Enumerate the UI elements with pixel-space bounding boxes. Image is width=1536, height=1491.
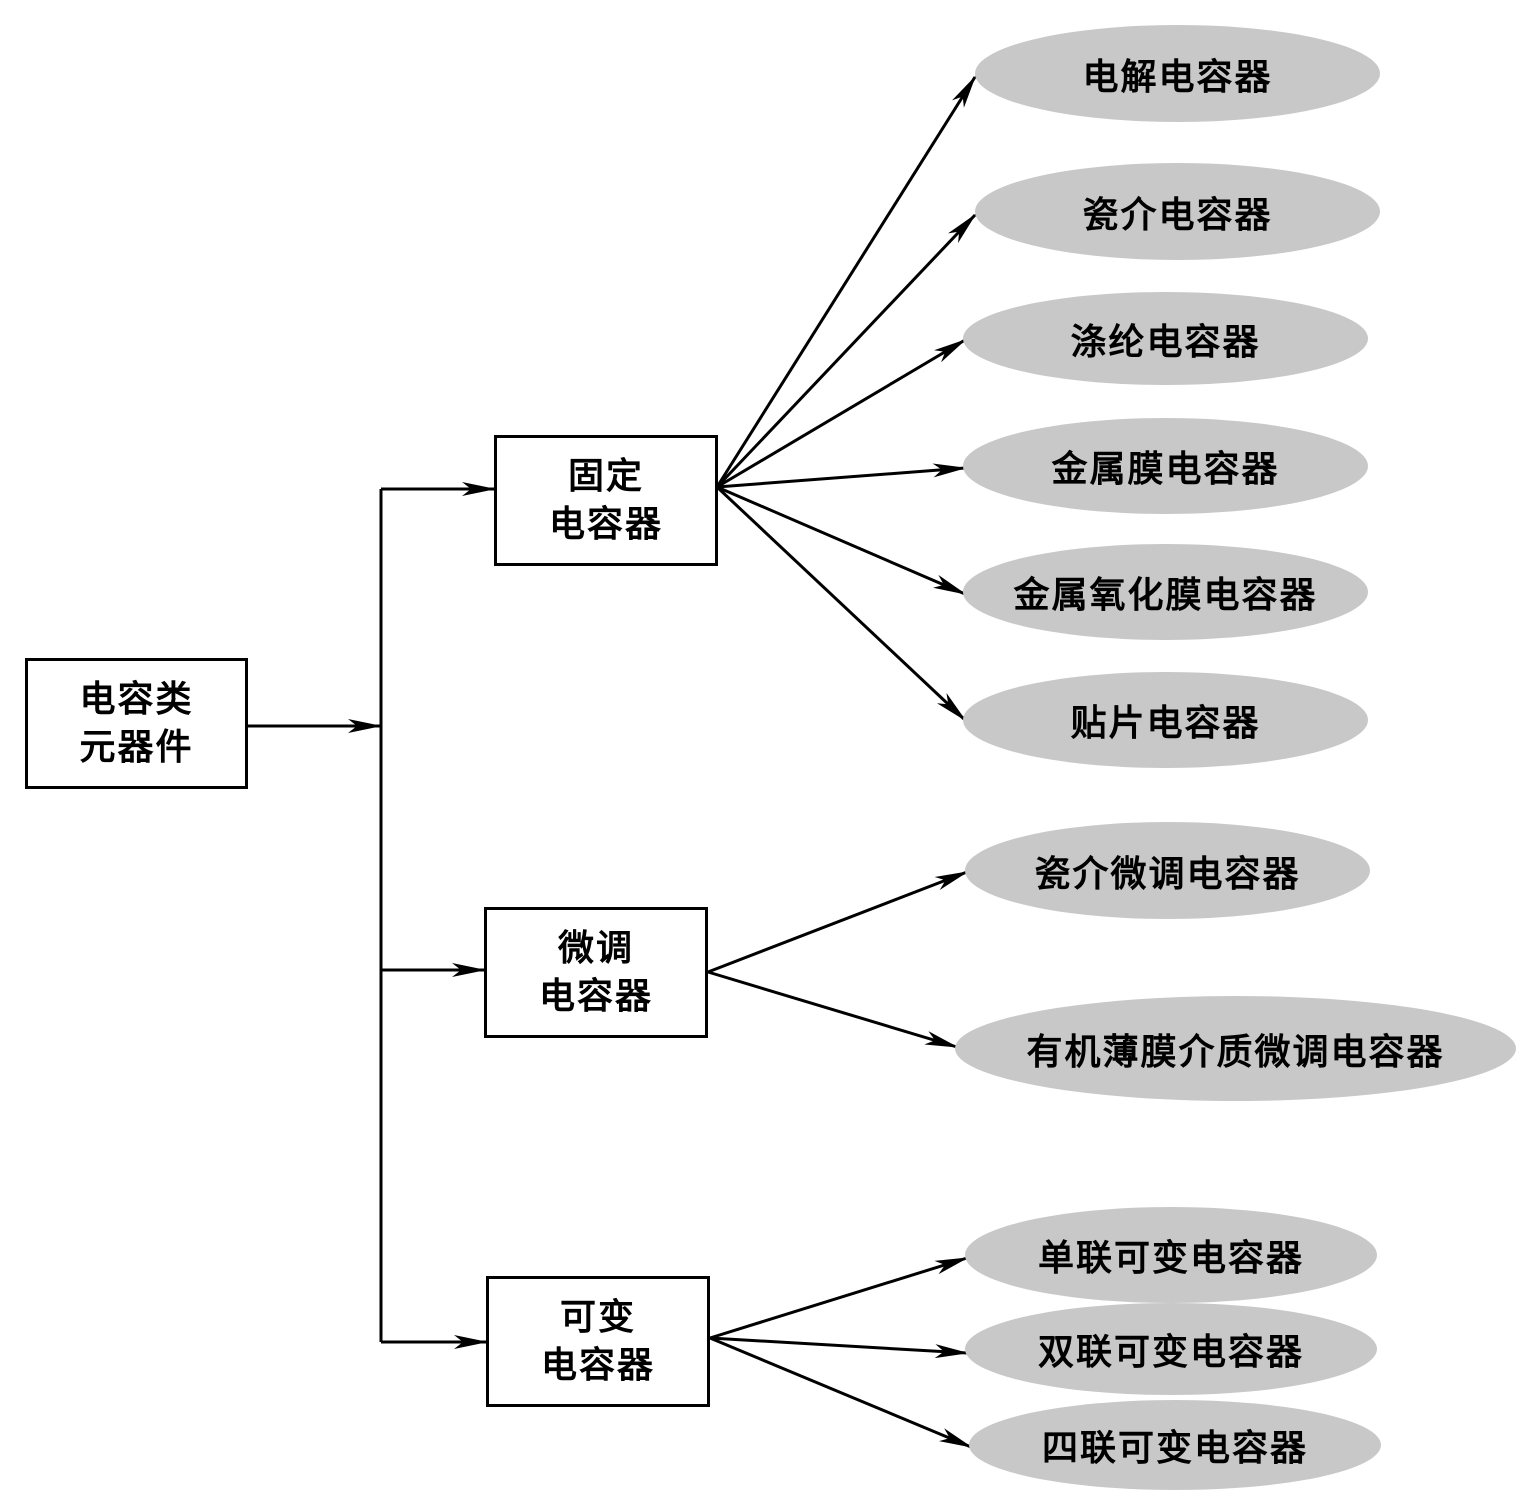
leaf-fixed-polyester: 涤纶电容器: [963, 292, 1368, 385]
arrow-fixed-6: [715, 485, 967, 722]
category-variable-line2: 电容器: [540, 1344, 655, 1386]
leaf-label: 瓷介电容器: [1082, 194, 1273, 236]
category-variable-line1: 可变: [559, 1296, 636, 1338]
category-fixed: 固定 电容器: [494, 435, 718, 566]
leaf-label: 单联可变电容器: [1037, 1238, 1304, 1279]
leaf-label: 涤纶电容器: [1070, 321, 1261, 363]
leaf-trimmer-organic-film: 有机薄膜介质微调电容器: [955, 996, 1516, 1101]
arrow-variable-2: [709, 1336, 969, 1359]
arrow-trimmer-2: [707, 970, 959, 1049]
arrow-fixed-1: [715, 75, 977, 488]
leaf-variable-quad: 四联可变电容器: [969, 1400, 1381, 1490]
arrow-fixed-2: [715, 213, 977, 489]
arrow-trimmer-1: [707, 870, 969, 974]
arrow-fixed-3: [716, 338, 967, 489]
leaf-fixed-ceramic: 瓷介电容器: [975, 163, 1380, 260]
leaf-variable-dual: 双联可变电容器: [965, 1303, 1377, 1395]
arrow-variable-1: [709, 1256, 969, 1340]
category-fixed-line2: 电容器: [548, 503, 663, 545]
leaf-label: 金属膜电容器: [1051, 449, 1280, 490]
leaf-label: 金属氧化膜电容器: [1013, 575, 1318, 616]
arrow-fixed-4: [716, 463, 967, 489]
leaf-label: 瓷介微调电容器: [1034, 853, 1301, 895]
leaf-variable-single: 单联可变电容器: [965, 1207, 1377, 1303]
leaf-fixed-smd: 贴片电容器: [963, 672, 1368, 768]
category-trimmer-line1: 微调: [557, 927, 634, 969]
leaf-fixed-metal-oxide-film: 金属氧化膜电容器: [963, 544, 1368, 640]
leaf-label: 四联可变电容器: [1041, 1428, 1308, 1469]
leaf-label: 有机薄膜介质微调电容器: [1026, 1031, 1445, 1073]
category-variable: 可变 电容器: [486, 1276, 710, 1407]
leaf-trimmer-ceramic: 瓷介微调电容器: [965, 822, 1370, 919]
category-fixed-line1: 固定: [567, 455, 644, 497]
leaf-fixed-metal-film: 金属膜电容器: [963, 418, 1368, 514]
leaf-label: 双联可变电容器: [1037, 1332, 1304, 1373]
root-node: 电容类 元器件: [25, 658, 248, 789]
leaf-fixed-electrolytic: 电解电容器: [975, 25, 1380, 122]
category-trimmer: 微调 电容器: [484, 907, 708, 1038]
root-node-line1: 电容类: [79, 678, 194, 720]
category-trimmer-line2: 电容器: [538, 975, 653, 1017]
arrow-fixed-5: [716, 485, 967, 596]
arrow-variable-3: [709, 1336, 973, 1449]
leaf-label: 电解电容器: [1082, 56, 1273, 98]
root-node-line2: 元器件: [79, 726, 194, 768]
leaf-label: 贴片电容器: [1070, 703, 1261, 744]
